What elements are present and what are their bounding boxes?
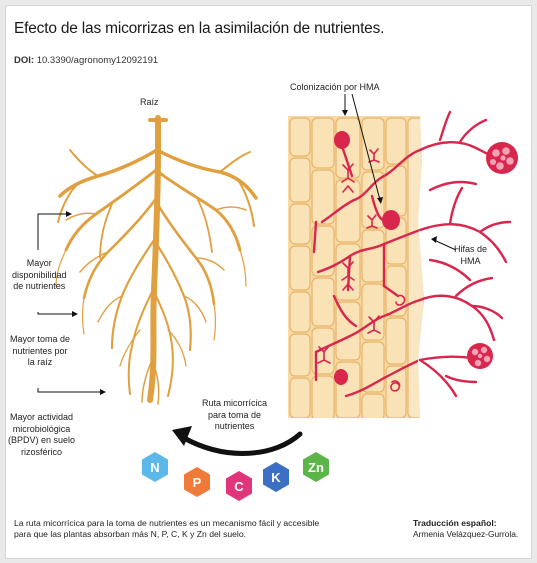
root-label: Raíz <box>140 97 159 107</box>
microbial-activity-label: Mayor actividad microbiológica (BPDV) en… <box>8 412 76 457</box>
fungus-leader-lines <box>344 93 457 251</box>
nutrient-hexagons: N P C K Zn <box>142 452 329 501</box>
nutrient-hexagon-p: P <box>184 467 210 497</box>
nutrient-hexagon-c: C <box>226 471 252 501</box>
translation-credit-title: Traducción español: <box>413 518 497 528</box>
spore-lower <box>467 343 493 369</box>
nutrient-availability-label: Mayor disponibilidad de nutrientes <box>12 258 67 291</box>
root-uptake-label: Mayor toma de nutrientes por la raíz <box>10 334 71 367</box>
mycorrhizal-route-label: Ruta micorrícica para toma de nutrientes <box>202 398 268 431</box>
fungus-leader-arrows <box>342 110 437 243</box>
root-tissue <box>288 116 424 418</box>
doi-label: DOI: <box>14 55 35 66</box>
doi-value: 10.3390/agronomy12092191 <box>36 55 159 66</box>
doi-line: DOI: 10.3390/agronomy12092191 <box>14 55 158 66</box>
nutrient-label-p: P <box>193 475 202 490</box>
nutrient-label-c: C <box>234 479 244 494</box>
footer-caption: La ruta micorrícica para la toma de nutr… <box>14 518 320 539</box>
nutrient-hexagon-zn: Zn <box>303 452 329 482</box>
nutrient-label-k: K <box>271 470 281 485</box>
mycorrhizal-route-arrow <box>172 426 303 456</box>
nutrient-label-zn: Zn <box>308 460 324 475</box>
root-system <box>55 115 258 405</box>
root-leader-lines <box>37 213 102 393</box>
nutrient-label-n: N <box>150 460 159 475</box>
spore-upper <box>486 142 518 174</box>
nutrient-hexagon-n: N <box>142 452 168 482</box>
page-title: Efecto de las micorrizas en la asimilaci… <box>14 20 385 37</box>
hyphae-label: Hifas de HMA <box>454 244 488 266</box>
nutrient-hexagon-k: K <box>263 462 289 492</box>
root-leader-arrows <box>66 211 106 395</box>
colonization-label: Colonización por HMA <box>290 82 380 92</box>
translation-credit-name: Armenia Velázquez-Gurrola. <box>413 529 519 539</box>
